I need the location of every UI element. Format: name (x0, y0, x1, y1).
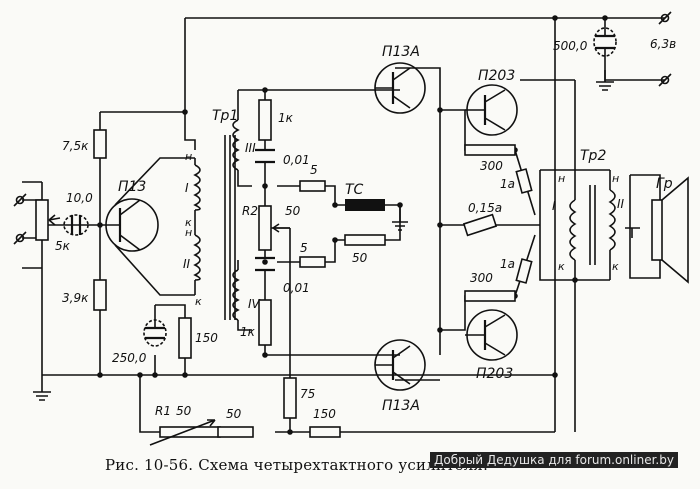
label-c-in: 10,0 (66, 191, 93, 205)
label-r-75: 75 (300, 387, 315, 401)
transistor-p13a-bottom-icon (374, 339, 426, 391)
label-w-III: III (245, 141, 256, 155)
label-c-001-top: 0,01 (283, 153, 310, 167)
label-r-300-bot: 300 (470, 271, 493, 285)
label-t-driver: П13 (118, 179, 146, 195)
label-t-p203-bot: П203 (476, 366, 513, 382)
label-r-5-bot: 5 (300, 241, 308, 255)
transistor-driver-icon (100, 198, 159, 252)
label-tr2: Тр2 (580, 148, 606, 164)
label-f-1a-top: 1а (500, 177, 515, 191)
label-h1: н (185, 150, 192, 163)
label-k4: к (612, 260, 619, 273)
label-k1: к (185, 216, 192, 229)
label-r-5-top: 5 (310, 163, 318, 177)
label-k2: к (195, 295, 202, 308)
label-c-supply: 500,0 (553, 39, 588, 53)
junction-dots (97, 15, 608, 435)
transformer-tr1 (193, 119, 240, 321)
label-r-75k: 7,5к (62, 139, 89, 153)
label-f-1a-bot: 1а (500, 257, 515, 271)
label-r2-val: 50 (285, 204, 301, 218)
input-potentiometer (35, 199, 61, 241)
label-w2-II: II (617, 197, 625, 211)
label-h4: н (612, 172, 619, 185)
transistor-p203-top-icon (465, 84, 518, 136)
label-t-p13a-top: П13А (382, 44, 420, 60)
label-r1-val: 50 (176, 404, 192, 418)
label-w2-I: I (552, 199, 556, 213)
label-w-I: I (185, 181, 189, 195)
thermistor-tc (345, 199, 385, 211)
terminals (13, 11, 672, 245)
label-r-1k-bot: 1к (240, 325, 256, 339)
label-t-p13a-bot: П13А (382, 398, 420, 414)
label-r-300-top: 300 (480, 159, 503, 173)
label-r1: R1 (155, 404, 171, 418)
speaker-icon (651, 176, 689, 284)
label-c-250: 250,0 (112, 351, 147, 365)
transistor-p13a-top-icon (374, 62, 426, 114)
label-r-39k: 3,9к (62, 291, 89, 305)
r1-variable-arrow (149, 419, 216, 446)
label-w-II: II (183, 257, 191, 271)
label-tr1: Тр1 (212, 108, 238, 124)
label-f-015a: 0,15а (468, 201, 502, 215)
transformer-tr2 (569, 170, 640, 280)
label-r2: R2 (242, 204, 258, 218)
forum-watermark: Добрый Дедушка для forum.onliner.by (430, 452, 678, 468)
label-t-p203-top: П203 (478, 68, 515, 84)
label-r-150a: 150 (195, 331, 218, 345)
r2-slider-arrow (272, 223, 290, 233)
label-r-50-tc: 50 (352, 251, 368, 265)
capacitors (143, 27, 617, 347)
label-r-1k-top: 1к (278, 111, 294, 125)
component-labels: 6,3в 500,0 10,0 5к П13 7,5к 3,9к 250,0 1… (55, 37, 676, 421)
capacitor-10uF (63, 214, 89, 236)
label-r-150-line: 150 (313, 407, 336, 421)
label-h2: н (185, 226, 192, 239)
transistor-p203-bottom-icon (465, 309, 518, 361)
label-k3: к (558, 260, 565, 273)
figure-caption: Рис. 10-56. Схема четырехтактного усилит… (105, 456, 489, 474)
fuses (462, 168, 533, 284)
resistors (93, 99, 516, 438)
label-supply-v: 6,3в (650, 37, 676, 51)
label-tc: ТС (345, 182, 364, 198)
label-speaker: Гр (656, 176, 673, 192)
label-h3: н (558, 172, 565, 185)
transistors (100, 62, 518, 391)
label-pot-in: 5к (55, 239, 71, 253)
label-r-50-line: 50 (226, 407, 242, 421)
label-c-001-bot: 0,01 (283, 281, 310, 295)
label-w-IV: IV (248, 297, 261, 311)
